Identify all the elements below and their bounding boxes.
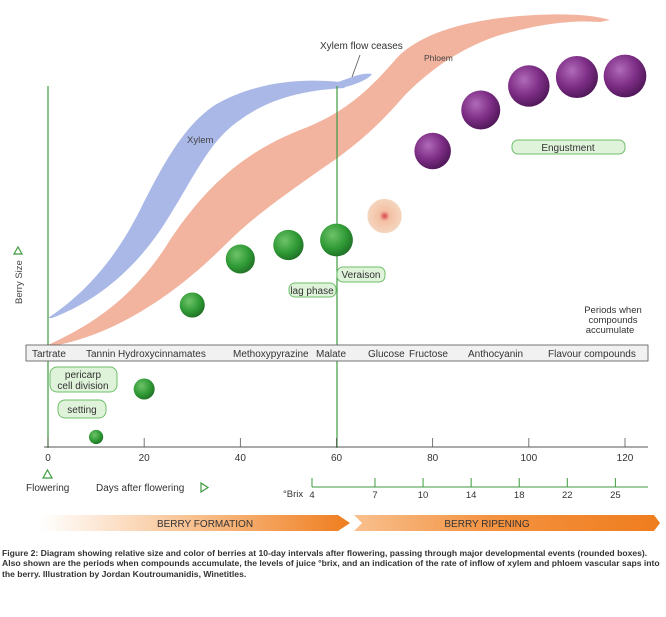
phloem-band bbox=[48, 14, 610, 345]
engustment-label: Engustment bbox=[541, 143, 595, 154]
lag-phase-label: lag phase bbox=[290, 286, 334, 297]
berry-veraison-day-70 bbox=[367, 198, 402, 234]
xylem-band bbox=[48, 80, 345, 318]
day-tick-label: 0 bbox=[45, 453, 51, 464]
day-tick-label: 100 bbox=[520, 453, 537, 464]
berry-green-day-40 bbox=[225, 244, 255, 274]
compounds-band bbox=[25, 344, 649, 362]
brix-tick-label: 4 bbox=[309, 490, 314, 501]
flowering-triangle-icon bbox=[41, 468, 54, 479]
brix-tick-label: 14 bbox=[466, 490, 477, 501]
day-tick-label: 120 bbox=[617, 453, 634, 464]
berry-purple-day-110 bbox=[555, 55, 598, 99]
berry-purple-day-90 bbox=[461, 90, 501, 130]
pericarp-label-line1: pericarp bbox=[65, 370, 102, 381]
days-after-flowering-label: Days after flowering bbox=[96, 483, 184, 494]
days-arrow-icon bbox=[200, 481, 210, 494]
day-tick-label: 20 bbox=[139, 453, 151, 464]
compound-tannin: Tannin bbox=[86, 349, 115, 360]
xylem-tail bbox=[338, 73, 372, 88]
compound-anthocyanin: Anthocyanin bbox=[468, 349, 523, 360]
setting-label: setting bbox=[67, 405, 96, 416]
day-ticks-group: 0 20 40 60 80 100 120 bbox=[45, 438, 634, 464]
berry-formation-arrow bbox=[40, 515, 350, 531]
xylem-flow-ceases-label: Xylem flow ceases bbox=[320, 41, 403, 52]
brix-tick-label: 25 bbox=[610, 490, 621, 501]
pericarp-label-line2: cell division bbox=[57, 381, 108, 392]
brix-tick-label: 10 bbox=[418, 490, 429, 501]
berry-green-day-50 bbox=[273, 229, 304, 261]
compound-hydroxycinnamates: Hydroxycinnamates bbox=[118, 349, 206, 360]
periods-note-line3: accumulate bbox=[586, 325, 635, 336]
brix-tick-label: 18 bbox=[514, 490, 525, 501]
brix-ticks-group: 4 7 10 14 18 22 25 bbox=[309, 478, 621, 501]
figure-caption: Figure 2: Diagram showing relative size … bbox=[2, 548, 660, 579]
day-tick-label: 80 bbox=[427, 453, 439, 464]
berry-formation-label: BERRY FORMATION bbox=[157, 519, 253, 530]
compound-methoxypyrazine: Methoxypyrazine bbox=[233, 349, 309, 360]
berry-size-label: Berry Size bbox=[14, 260, 25, 304]
xylem-flow-ceases-pointer bbox=[351, 54, 361, 78]
periods-note-line1: Periods when bbox=[584, 305, 642, 316]
periods-note-line2: compounds bbox=[588, 315, 637, 326]
berry-development-diagram: Xylem Phloem Xylem flow ceases Berry Siz… bbox=[12, 14, 660, 531]
compound-fructose: Fructose bbox=[409, 349, 448, 360]
engustment-box bbox=[511, 139, 626, 155]
berry-purple-day-80 bbox=[414, 132, 451, 170]
day-tick-label: 40 bbox=[235, 453, 247, 464]
berry-green-day-10 bbox=[88, 429, 104, 445]
berry-size-triangle-icon bbox=[12, 245, 24, 255]
compound-malate: Malate bbox=[316, 349, 346, 360]
flowering-label: Flowering bbox=[26, 483, 69, 494]
brix-tick-label: 22 bbox=[562, 490, 573, 501]
berry-purple-day-100 bbox=[508, 65, 550, 107]
berry-green-day-20 bbox=[133, 378, 155, 400]
lag-phase-box bbox=[288, 282, 337, 298]
berries-group bbox=[88, 54, 647, 445]
berry-ripening-arrow bbox=[354, 515, 660, 531]
setting-box bbox=[57, 399, 107, 419]
day-tick-label: 60 bbox=[331, 453, 343, 464]
pericarp-box bbox=[49, 366, 118, 393]
berry-green-day-60 bbox=[320, 223, 353, 257]
veraison-label: Veraison bbox=[342, 270, 381, 281]
berry-green-day-30 bbox=[179, 292, 205, 318]
berry-ripening-label: BERRY RIPENING bbox=[444, 519, 529, 530]
brix-tick-label: 7 bbox=[372, 490, 377, 501]
brix-label: °Brix bbox=[283, 489, 303, 500]
xylem-label: Xylem bbox=[187, 135, 213, 146]
compound-glucose: Glucose bbox=[368, 349, 405, 360]
veraison-box bbox=[336, 266, 386, 283]
berry-purple-day-120 bbox=[603, 54, 647, 98]
compound-tartrate: Tartrate bbox=[32, 349, 66, 360]
phloem-label: Phloem bbox=[424, 53, 453, 63]
compound-flavour: Flavour compounds bbox=[548, 349, 636, 360]
